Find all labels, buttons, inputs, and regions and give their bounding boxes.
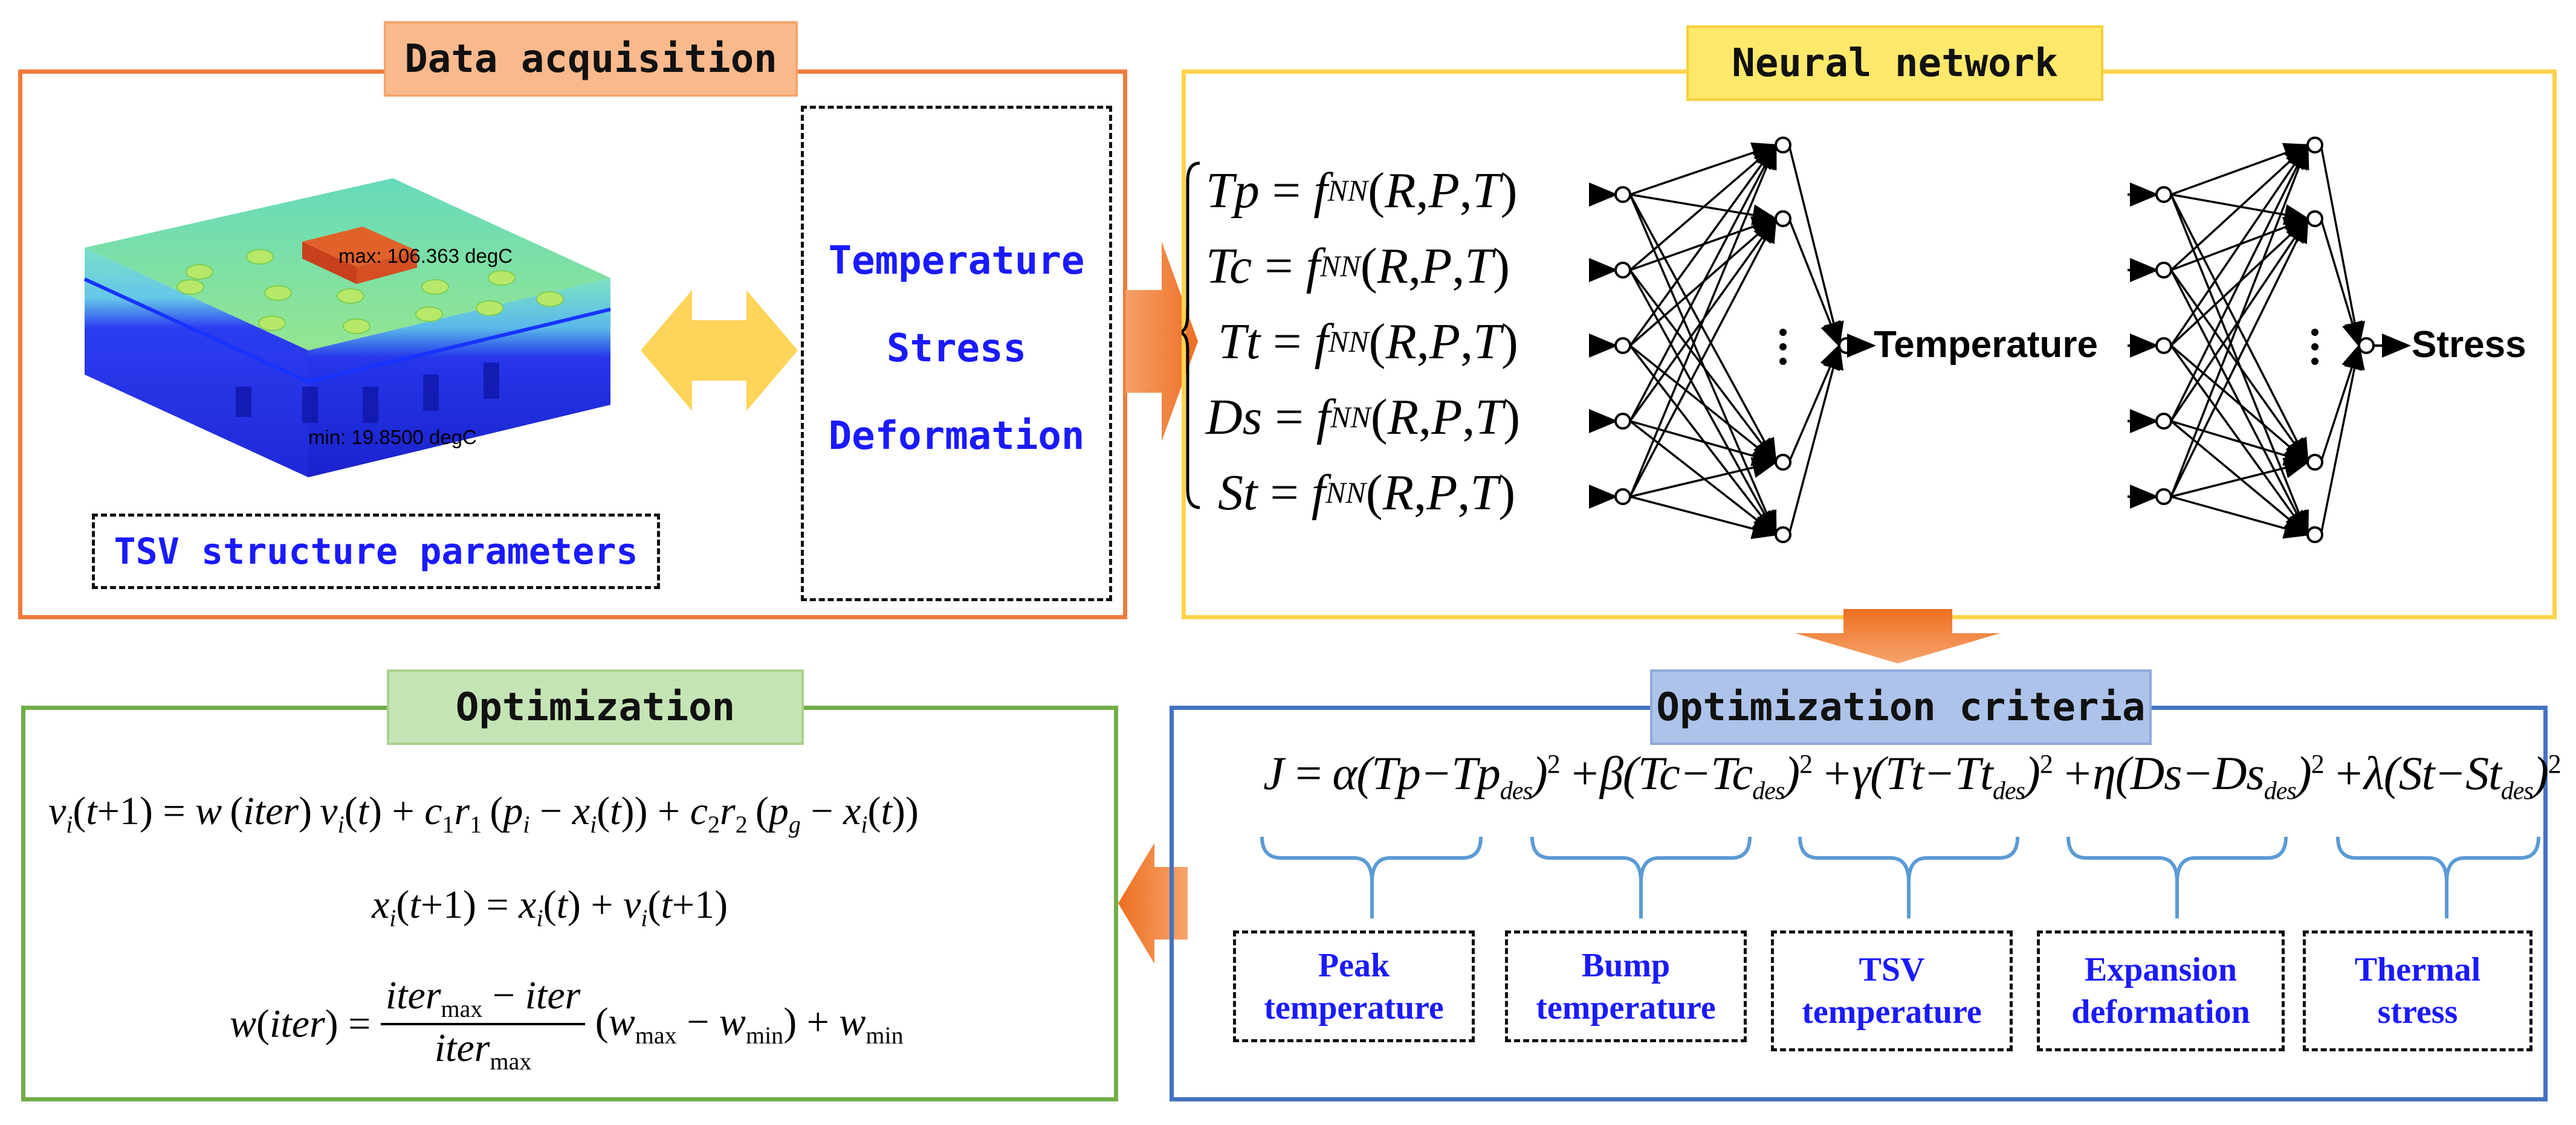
temperature-net-ellipsis-dot xyxy=(1779,329,1787,336)
stress-net-output-connection xyxy=(2320,343,2365,535)
stress-net-connection xyxy=(2170,344,2309,537)
optimization-criteria-title: Optimization criteria xyxy=(1650,669,2152,745)
stress-net-output-connection xyxy=(2320,218,2363,348)
temperature-net-connection xyxy=(1629,457,1778,498)
temperature-net-connection xyxy=(1629,143,1777,497)
stress-net-connection xyxy=(2170,420,2309,537)
down-arrow-icon xyxy=(1795,609,2001,663)
temperature-net-connection xyxy=(1629,495,1778,540)
temperature-net-ellipsis-dot xyxy=(1779,358,1787,365)
stress-net-hidden-node xyxy=(2306,210,2323,227)
stress-net-output-node xyxy=(2358,337,2375,354)
temperature-net-connection xyxy=(1629,269,1777,537)
tsv-3d-model xyxy=(83,178,611,477)
right-arrow-icon xyxy=(1125,242,1198,441)
temperature-net-output-connection xyxy=(1788,218,1841,348)
stress-net-connection xyxy=(2170,216,2309,497)
stress-net-output-connection xyxy=(2320,144,2366,348)
temperature-net-connection xyxy=(1629,143,1777,422)
temperature-net-output-connection xyxy=(1788,343,1844,535)
velocity-update-equation: vi(t+1) = w (iter) vi(t) + c1r1 (pi − xi… xyxy=(48,789,919,839)
tsv-parameters-box xyxy=(92,514,660,589)
stress-net-connection xyxy=(2170,143,2309,497)
temperature-net-input-node xyxy=(1614,186,1631,203)
stress-net-connection xyxy=(2170,143,2309,271)
stress-net-input-node xyxy=(2155,262,2172,279)
temperature-net-connection xyxy=(1629,216,1777,497)
temperature-net-connection xyxy=(1629,143,1778,271)
tsv-parameters-label: TSV structure parameters xyxy=(114,530,638,573)
stress-net-hidden-node xyxy=(2306,137,2323,153)
temperature-net-connection xyxy=(1629,194,1777,465)
optimization-title: Optimization xyxy=(387,669,804,745)
stress-net-connection xyxy=(2170,194,2309,465)
stress-net-input-node xyxy=(2155,186,2172,203)
stress-net-ellipsis-dot xyxy=(2311,343,2319,350)
temperature-net-connection xyxy=(1629,269,1778,464)
stress-net-ellipsis-dot xyxy=(2311,329,2319,336)
nn-output-temperature: Temperature xyxy=(1874,324,2098,366)
temperature-net-connection xyxy=(1629,420,1778,466)
criteria-braces xyxy=(1260,836,2540,918)
stress-net-input-node xyxy=(2155,488,2172,505)
nn-output-stress: Stress xyxy=(2412,324,2526,366)
stress-net-connection xyxy=(2170,344,2309,464)
objective-function: J = α(Tp−Tpdes)2 +β(Tc−Tcdes)2 +γ(Tt−Ttd… xyxy=(1263,747,2561,805)
temperature-net-input-node xyxy=(1614,337,1631,354)
stress-net-connection xyxy=(2170,269,2309,464)
temperature-net-hidden-node xyxy=(1775,210,1791,227)
temperature-net-hidden-node xyxy=(1775,137,1791,153)
stress-net-input-node xyxy=(2155,337,2172,354)
data-acquisition-title: Data acquisition xyxy=(384,21,798,97)
temperature-net-connection xyxy=(1629,344,1778,537)
neural-network-title: Neural network xyxy=(1686,25,2103,101)
inertia-weight-equation: w(iter) = itermax − iter itermax (wmax −… xyxy=(230,973,904,1075)
temperature-net-output-connection xyxy=(1788,144,1844,348)
output-deformation: Deformation xyxy=(828,414,1085,459)
stress-net-input-node xyxy=(2155,413,2172,430)
output-temperature: Temperature xyxy=(828,239,1085,283)
stress-net-connection xyxy=(2170,269,2309,537)
temperature-net-connection xyxy=(1629,143,1778,347)
outputs-box xyxy=(801,106,1112,601)
temperature-net-output-connection xyxy=(1788,343,1840,463)
min-temperature-label: min: 19.8500 degC xyxy=(308,426,477,448)
max-temperature-label: max: 106.363 degC xyxy=(338,245,513,267)
temperature-net-connection xyxy=(1629,420,1778,537)
stress-net-hidden-node xyxy=(2306,526,2323,543)
double-arrow-icon xyxy=(641,290,798,411)
output-stress: Stress xyxy=(886,326,1027,371)
stress-net-connection xyxy=(2170,143,2309,346)
stress-net-hidden-node xyxy=(2306,454,2323,471)
position-update-equation: xi(t+1) = xi(t) + vi(t+1) xyxy=(372,883,728,932)
temperature-net-input-node xyxy=(1614,262,1631,279)
temperature-net-connection xyxy=(1629,344,1778,464)
temperature-net-input-node xyxy=(1614,488,1631,505)
temperature-net-ellipsis-dot xyxy=(1779,343,1787,350)
temperature-net-output-node xyxy=(1838,337,1855,354)
temperature-net-hidden-node xyxy=(1775,454,1791,471)
stress-net-ellipsis-dot xyxy=(2311,358,2319,365)
stress-net-connection xyxy=(2170,457,2310,498)
temperature-net-input-node xyxy=(1614,413,1631,430)
stress-net-connection xyxy=(2170,143,2309,422)
temperature-net-hidden-node xyxy=(1775,526,1791,543)
nn-equations xyxy=(1182,161,1200,509)
stress-net-connection xyxy=(2170,495,2310,539)
stress-net-connection xyxy=(2170,420,2310,466)
